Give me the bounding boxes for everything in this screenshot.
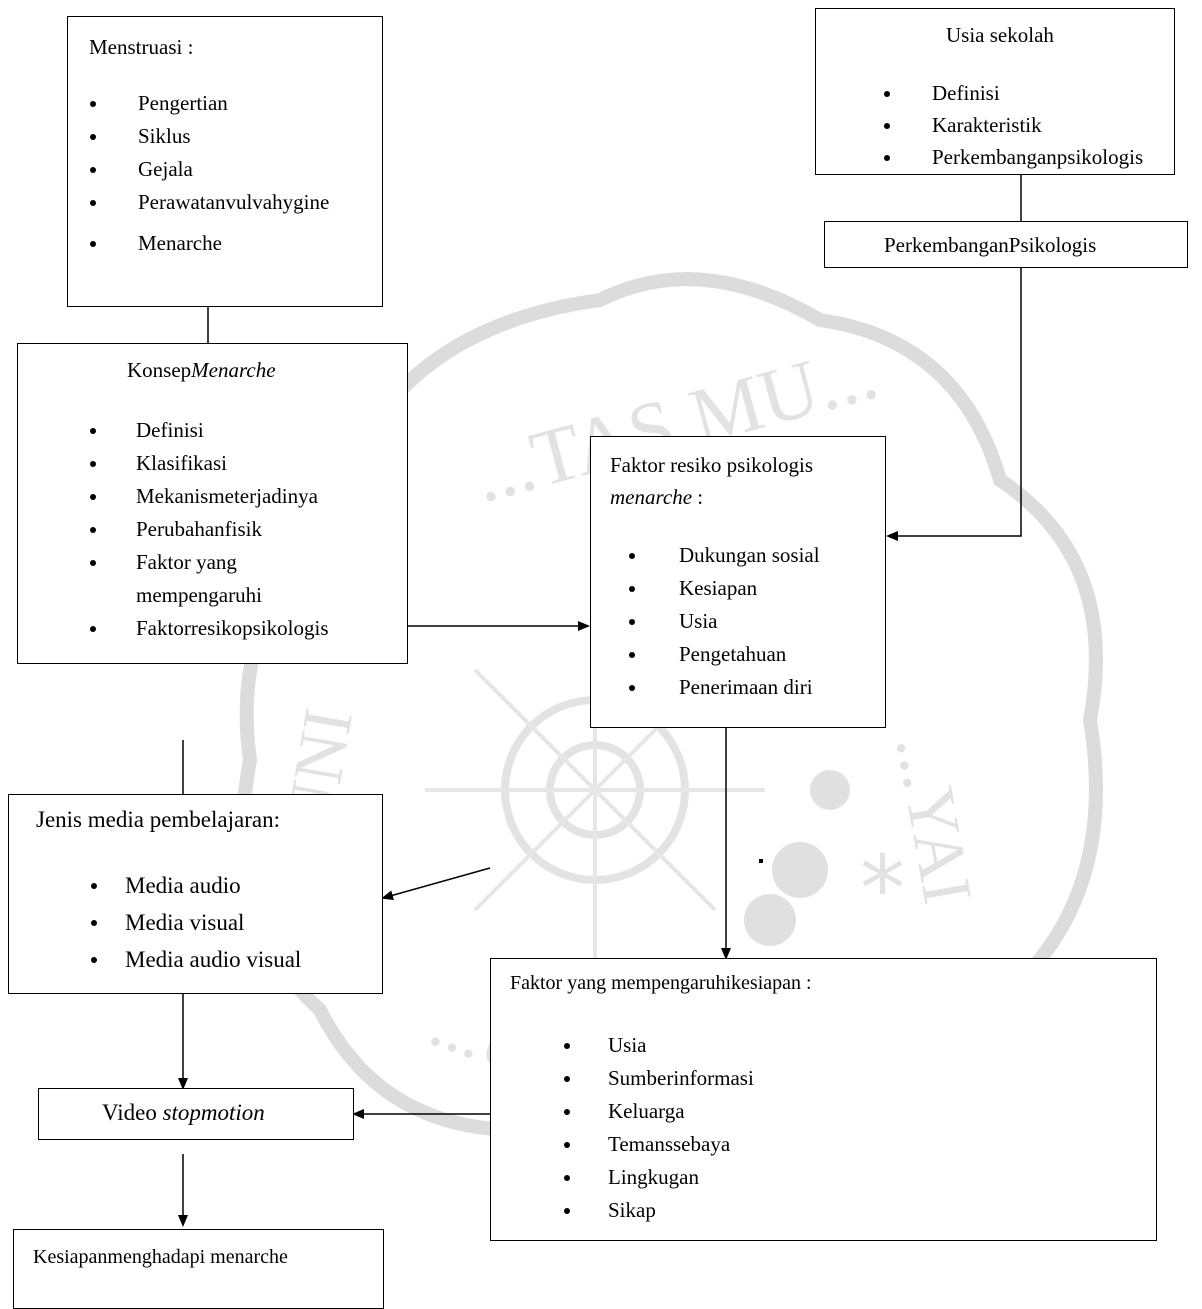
perkembangan-title: PerkembanganPsikologis <box>884 233 1097 257</box>
connector-kesiapan-jenis-media <box>381 867 491 901</box>
list-item: Pengetahuan <box>629 638 820 671</box>
kesiapan-box: Kesiapanmenghadapi menarche <box>13 1229 384 1309</box>
faktor-kesiapan-list: Usia Sumberinformasi Keluarga Temansseba… <box>564 1029 754 1227</box>
watermark-flower-2 <box>744 894 796 946</box>
jenis-media-title: Jenis media pembelajaran: <box>36 807 280 832</box>
faktor-resiko-title-line1: Faktor resiko psikologis <box>610 453 813 477</box>
connector-perkembangan-faktor-resiko <box>886 268 1022 541</box>
watermark-star: * <box>860 837 905 942</box>
list-item: Gejala <box>90 153 329 186</box>
konsep-list: Definisi Klasifikasi Mekanismeterjadinya… <box>90 414 329 645</box>
list-item: Definisi <box>90 414 329 447</box>
usia-sekolah-box: Usia sekolah Definisi Karakteristik Perk… <box>815 8 1175 175</box>
list-item-continuation: mempengaruhi <box>136 583 262 607</box>
video-stopmotion-box: Video stopmotion <box>38 1088 354 1140</box>
list-item: Perawatanvulvahygine <box>90 186 329 219</box>
list-item: Temanssebaya <box>564 1128 754 1161</box>
konsep-title: KonsepMenarche <box>127 358 276 382</box>
perkembangan-box: PerkembanganPsikologis <box>824 221 1188 268</box>
list-item: Klasifikasi <box>90 447 329 480</box>
list-item: Mekanismeterjadinya <box>90 480 329 513</box>
list-item: Sumberinformasi <box>564 1062 754 1095</box>
menstruasi-list: Pengertian Siklus Gejala Perawatanvulvah… <box>90 87 329 260</box>
list-item: Usia <box>629 605 820 638</box>
list-item: Dukungan sosial <box>629 539 820 572</box>
stray-mark <box>759 859 763 863</box>
list-item: Media visual <box>91 904 301 941</box>
jenis-media-list: Media audio Media visual Media audio vis… <box>91 867 301 978</box>
kesiapan-title: Kesiapanmenghadapi menarche <box>33 1246 288 1268</box>
list-item: Keluarga <box>564 1095 754 1128</box>
jenis-media-pembelajaran-box: Jenis media pembelajaran: Media audio Me… <box>8 794 383 994</box>
usia-sekolah-list: Definisi Karakteristik Perkembanganpsiko… <box>884 77 1143 173</box>
watermark-flower-3 <box>810 770 850 810</box>
video-title: Video stopmotion <box>102 1100 265 1125</box>
faktor-resiko-title-line2: menarche : <box>610 485 704 509</box>
list-item: Media audio <box>91 867 301 904</box>
list-item: Media audio visual <box>91 941 301 978</box>
list-item: Siklus <box>90 120 329 153</box>
faktor-resiko-list: Dukungan sosial Kesiapan Usia Pengetahua… <box>629 539 820 704</box>
usia-sekolah-title: Usia sekolah <box>946 23 1054 47</box>
list-item: Perkembanganpsikologis <box>884 141 1143 173</box>
list-item: Definisi <box>884 77 1143 109</box>
list-item: Faktor yang <box>90 546 329 579</box>
menstruasi-title: Menstruasi : <box>89 35 194 59</box>
faktor-resiko-box: Faktor resiko psikologis menarche : Duku… <box>590 436 886 728</box>
konsep-menarche-box: KonsepMenarche Definisi Klasifikasi Meka… <box>17 343 408 664</box>
list-item: Menarche <box>90 227 329 260</box>
watermark-flower-1 <box>772 842 828 898</box>
list-item: Penerimaan diri <box>629 671 820 704</box>
menstruasi-box: Menstruasi : Pengertian Siklus Gejala Pe… <box>67 16 383 307</box>
faktor-kesiapan-title: Faktor yang mempengaruhikesiapan : <box>510 972 812 994</box>
list-item: Sikap <box>564 1194 754 1227</box>
list-item: Perubahanfisik <box>90 513 329 546</box>
list-item: Faktorresikopsikologis <box>90 612 329 645</box>
list-item: Karakteristik <box>884 109 1143 141</box>
list-item: Pengertian <box>90 87 329 120</box>
faktor-kesiapan-box: Faktor yang mempengaruhikesiapan : Usia … <box>490 958 1157 1241</box>
list-item: Lingkugan <box>564 1161 754 1194</box>
list-item: Kesiapan <box>629 572 820 605</box>
list-item: Usia <box>564 1029 754 1062</box>
